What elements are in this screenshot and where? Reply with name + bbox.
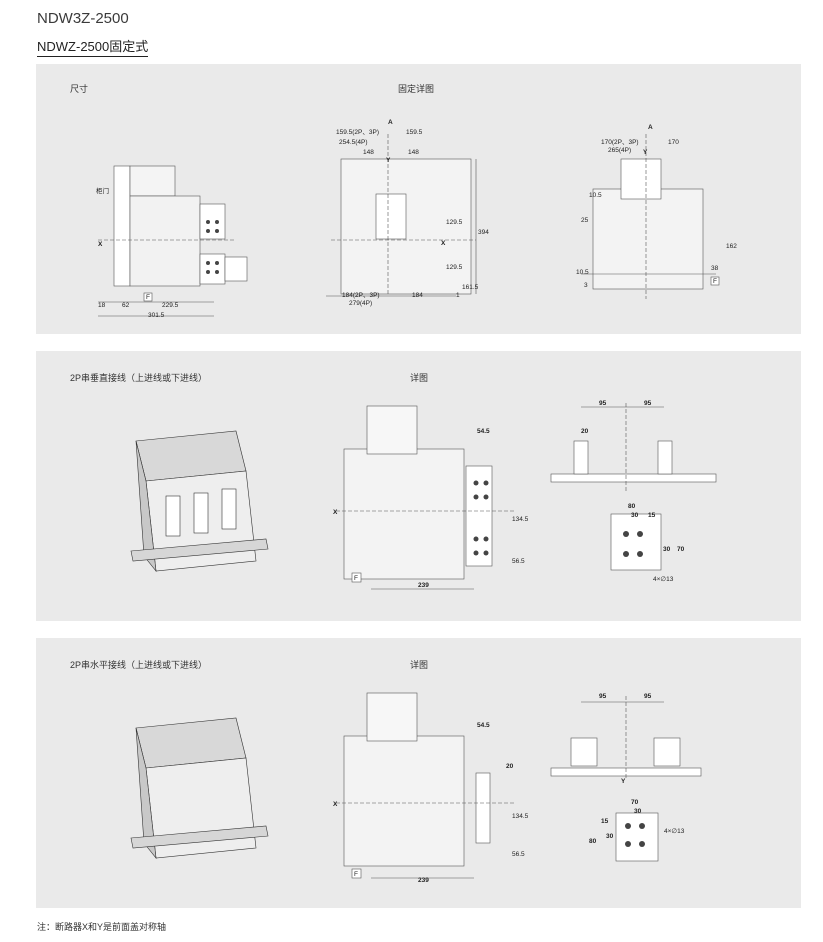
hole-dim-30a: 30 (631, 512, 639, 519)
fig2-dim-1295b: 129.5 (446, 264, 463, 271)
top3-dim-95b: 95 (644, 693, 652, 700)
fig3-dim-170-2p: 170(2P、3P) (601, 139, 639, 146)
fig2-dim-394: 394 (478, 229, 489, 236)
fig1-x-axis: X (98, 241, 103, 248)
page-subtitle: NDWZ-2500固定式 (37, 36, 149, 57)
side3-x-axis: X (333, 801, 338, 808)
panel-label-vertical-wiring: 2P串垂直接线（上进线或下进线） (70, 373, 208, 383)
fig1-dim-18: 18 (98, 302, 106, 309)
panel-label-detail-3: 详图 (410, 660, 429, 670)
side-f-marker: F (354, 575, 358, 582)
fig3-dim-162: 162 (726, 243, 737, 250)
fig2-dim-1595: 159.5 (406, 129, 423, 136)
side-dim-565: 56.5 (512, 558, 525, 565)
panel-label-detail-2: 详图 (410, 373, 429, 383)
hole3-dim-30a: 30 (634, 808, 642, 815)
hole-dim-30b: 30 (663, 546, 671, 553)
hole-dim-80: 80 (628, 503, 636, 510)
fig1-dim-62: 62 (122, 302, 130, 309)
fig3-dim-25: 25 (581, 217, 589, 224)
fig2-dim-148b: 148 (408, 149, 419, 156)
hole-dim-70: 70 (677, 546, 685, 553)
hole3-dim-4x13: 4×∅13 (664, 828, 685, 835)
hole3-dim-15: 15 (601, 818, 609, 825)
fig2-dim-148a: 148 (363, 149, 374, 156)
hole3-dim-30b: 30 (606, 833, 614, 840)
fig2-dim-184: 184 (412, 292, 423, 299)
fig1-dim-229: 229.5 (162, 302, 179, 309)
page-title: NDW3Z-2500 (37, 10, 129, 27)
fig2-x-axis: X (441, 240, 446, 247)
fig3-dim-170: 170 (668, 139, 679, 146)
side3-dim-239: 239 (418, 877, 429, 884)
fig2-a-axis: A (388, 119, 393, 126)
panel-horizontal-wiring: 2P串水平接线（上进线或下进线） 详图 54.5 20 X 134.5 56.5… (36, 638, 801, 908)
fig3-a-axis: A (648, 124, 653, 131)
drawing-dimensions: 柜门 X 18 62 F 229.5 301.5 159.5(2P、3P) 25… (96, 119, 737, 319)
fig2-dim-184-2p: 184(2P、3P) (342, 292, 380, 299)
fig2-dim-2545-4p: 254.5(4P) (339, 139, 368, 146)
panel-dimensions: 尺寸 固定详图 柜门 X 18 62 F 229.5 301.5 (36, 64, 801, 334)
side-dim-545: 54.5 (477, 428, 490, 435)
side3-dim-545: 54.5 (477, 722, 490, 729)
top-dim-95a: 95 (599, 400, 607, 407)
top-dim-20: 20 (581, 428, 589, 435)
fig2-dim-1615: 161.5 (462, 284, 479, 291)
side3-dim-565: 56.5 (512, 851, 525, 858)
hole-dim-4x13: 4×∅13 (653, 576, 674, 583)
fig3-y-axis: Y (643, 149, 648, 156)
side-dim-239: 239 (418, 582, 429, 589)
drawing-vertical-wiring: 54.5 X 134.5 56.5 F 239 95 95 20 80 30 1… (130, 400, 717, 590)
side-dim-1345: 134.5 (512, 516, 529, 523)
fig1-f-marker: F (146, 294, 150, 301)
top-dim-95b: 95 (644, 400, 652, 407)
panel-vertical-wiring: 2P串垂直接线（上进线或下进线） 详图 54.5 X 13 (36, 351, 801, 621)
top3-dim-95a: 95 (599, 693, 607, 700)
fig1-dim-301: 301.5 (148, 312, 165, 319)
fig3-dim-38: 38 (711, 265, 719, 272)
hole3-dim-70: 70 (631, 799, 639, 806)
fig3-dim-105b: 10.5 (576, 269, 589, 276)
drawing-horizontal-wiring: 54.5 20 X 134.5 56.5 F 239 95 95 Y 70 30… (130, 692, 702, 884)
fig2-dim-1295a: 129.5 (446, 219, 463, 226)
side3-dim-1345: 134.5 (512, 813, 529, 820)
fig3-dim-265-4p: 265(4P) (608, 147, 631, 154)
fig3-dim-3: 3 (584, 282, 588, 289)
fig3-f-marker: F (713, 278, 717, 285)
fig2-dim-279-4p: 279(4P) (349, 300, 372, 307)
fig2-dim-1595-2p: 159.5(2P、3P) (336, 129, 379, 136)
fig1-door-label: 柜门 (96, 186, 109, 195)
side3-dim-20: 20 (506, 763, 514, 770)
hole-dim-15: 15 (648, 512, 656, 519)
panel-label-horizontal-wiring: 2P串水平接线（上进线或下进线） (70, 660, 208, 670)
footer-note: 注：断路器X和Y是前面盖对称轴 (37, 922, 167, 932)
top3-y-axis: Y (621, 778, 626, 785)
panel-label-dimensions: 尺寸 (70, 84, 89, 94)
fig2-dim-1: 1 (456, 292, 460, 299)
hole3-dim-80: 80 (589, 838, 597, 845)
panel-label-fixed-detail: 固定详图 (398, 84, 435, 94)
fig3-dim-105a: 10.5 (589, 192, 602, 199)
fig2-y-axis: Y (386, 157, 391, 164)
side3-f-marker: F (354, 871, 358, 878)
side-x-axis: X (333, 509, 338, 516)
